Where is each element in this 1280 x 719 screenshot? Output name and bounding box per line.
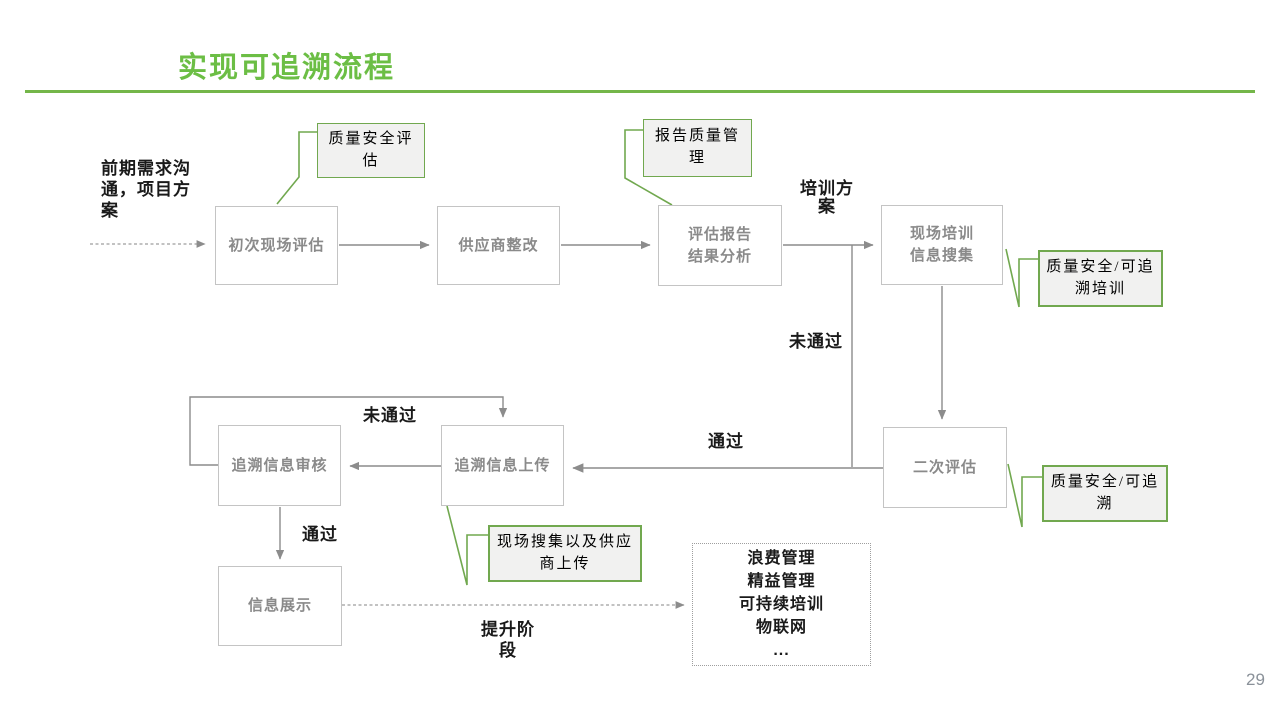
page-title: 实现可追溯流程 bbox=[178, 52, 396, 84]
flow-box-supplier-rectification: 供应商整改 bbox=[437, 206, 560, 285]
callout-onsite-collection-supplier-upload: 现场搜集以及供应 商上传 bbox=[488, 525, 642, 582]
callout-report-quality-mgmt: 报告质量管 理 bbox=[643, 119, 752, 177]
flow-box-info-display: 信息展示 bbox=[218, 566, 342, 646]
flow-box-initial-assessment: 初次现场评估 bbox=[215, 206, 338, 285]
label-pass-bottom: 通过 bbox=[302, 525, 338, 544]
flow-box-second-assessment: 二次评估 bbox=[883, 427, 1007, 508]
flow-box-trace-review: 追溯信息审核 bbox=[218, 425, 341, 506]
label-upgrade-stage: 提升阶段 bbox=[481, 620, 535, 660]
future-stage-box: 浪费管理 精益管理 可持续培训 物联网 ... bbox=[692, 543, 871, 666]
title-divider bbox=[25, 90, 1255, 93]
flow-box-trace-upload: 追溯信息上传 bbox=[441, 425, 564, 506]
flow-box-onsite-training: 现场培训 信息搜集 bbox=[881, 205, 1003, 285]
flow-box-report-analysis: 评估报告 结果分析 bbox=[658, 205, 782, 286]
callout-quality-safety-trace-training: 质量安全/可追 溯培训 bbox=[1038, 250, 1163, 307]
label-fail-top: 未通过 bbox=[789, 332, 843, 351]
callout-connector-trace-training bbox=[1005, 248, 1038, 308]
callout-quality-safety-assessment: 质量安全评 估 bbox=[317, 123, 425, 178]
callout-quality-safety-trace: 质量安全/可追 溯 bbox=[1042, 465, 1168, 522]
callout-connector-quality-safety-assessment bbox=[276, 131, 317, 205]
page-number: 29 bbox=[1246, 670, 1265, 689]
arrow-review-fail-loop bbox=[189, 396, 508, 466]
label-fail-loop: 未通过 bbox=[363, 406, 417, 425]
callout-connector-quality-safety-trace bbox=[1007, 463, 1042, 528]
callout-connector-report-quality-mgmt bbox=[624, 129, 673, 206]
label-intro-requirement: 前期需求沟 通，项目方 案 bbox=[101, 159, 191, 220]
callout-connector-onsite-collection bbox=[446, 505, 488, 586]
label-pass-right: 通过 bbox=[708, 432, 744, 451]
label-training-plan: 培训方 案 bbox=[800, 179, 854, 216]
